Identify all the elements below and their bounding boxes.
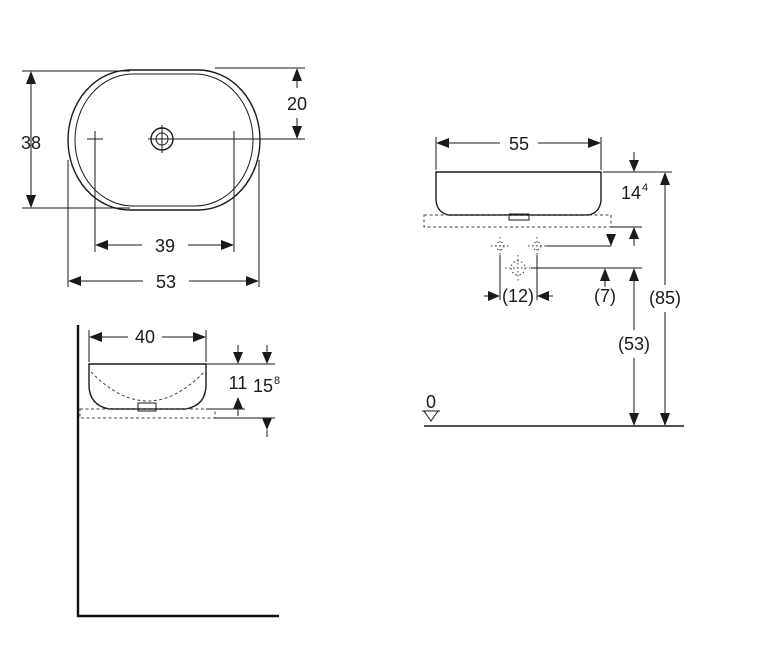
countertop-side <box>79 408 216 419</box>
dim-overall-width: 53 <box>156 272 176 292</box>
basin-inner-outline-top <box>74 73 254 207</box>
dim-height-main: 15 <box>253 376 273 396</box>
waste-mark-center <box>505 255 531 281</box>
dim-waste-height: (53) <box>618 334 650 354</box>
dim-inner-depth: 11 <box>229 373 248 393</box>
dim-height-sup: 8 <box>274 375 280 387</box>
dim-waste-spacing: (12) <box>502 286 534 306</box>
dim-overall-depth: 38 <box>21 133 41 153</box>
top-view: 38 20 39 53 <box>21 67 307 292</box>
floor-level-marker <box>423 410 439 422</box>
waste-mark-right <box>528 237 546 255</box>
waste-fitting-side <box>137 402 157 412</box>
dim-front-height-sup: 4 <box>642 182 648 194</box>
dim-front-to-center: 20 <box>287 94 307 114</box>
basin-front-body <box>435 171 602 216</box>
side-view: 40 11 15 8 <box>76 325 280 618</box>
basin-inner-bowl <box>90 371 205 402</box>
dim-waste-offset: (7) <box>594 286 616 306</box>
countertop-front <box>423 214 612 228</box>
floor-level-label: 0 <box>426 392 436 412</box>
front-view: 55 14 4 <box>422 134 684 427</box>
dim-mounting-distance: 39 <box>155 236 175 256</box>
dim-top-height: (85) <box>649 288 681 308</box>
basin-side-body <box>88 363 207 410</box>
basin-outline-top <box>67 69 261 211</box>
mounting-mark-left <box>87 131 103 147</box>
waste-fitting-front <box>508 213 530 221</box>
dim-bowl-width: 40 <box>135 327 155 347</box>
dim-front-height-main: 14 <box>621 183 641 203</box>
dim-front-width: 55 <box>509 134 529 154</box>
waste-mark-left <box>491 237 509 255</box>
